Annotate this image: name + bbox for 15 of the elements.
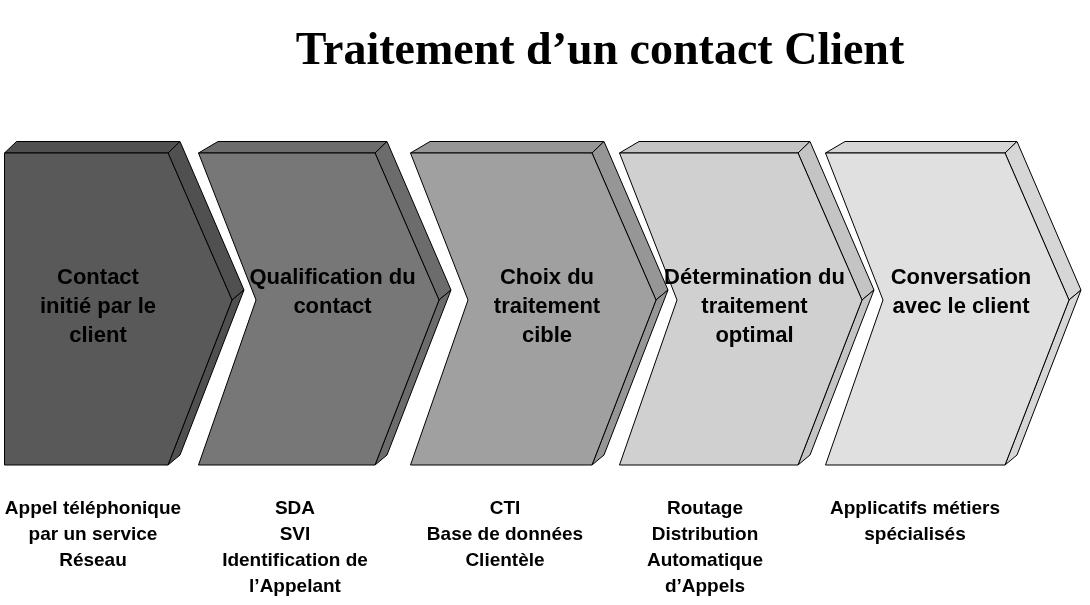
technology-label: Base de données Clientèle [425,522,585,572]
technology-label: Appel téléphonique par un service Réseau [3,496,183,572]
step-label: Choix du traitement cible [492,263,602,349]
technology-label: Routage [666,496,744,520]
technology-label: Applicatifs métiers spécialisés [829,496,1001,546]
diagram-title: Traitement d’un contact Client [294,22,906,75]
technology-label: SDA [273,496,317,520]
step-label: Détermination du traitement optimal [663,263,846,349]
technology-label: Distribution Automatique d’Appels [645,522,765,598]
technology-label: Identification de l’Appelant [221,548,369,598]
step-label: Conversation avec le client [889,263,1033,320]
step-label: Qualification du contact [248,263,417,320]
technology-label: SVI [278,522,312,546]
technology-label: CTI [488,496,522,520]
step-label: Contact initié par le client [38,263,158,349]
